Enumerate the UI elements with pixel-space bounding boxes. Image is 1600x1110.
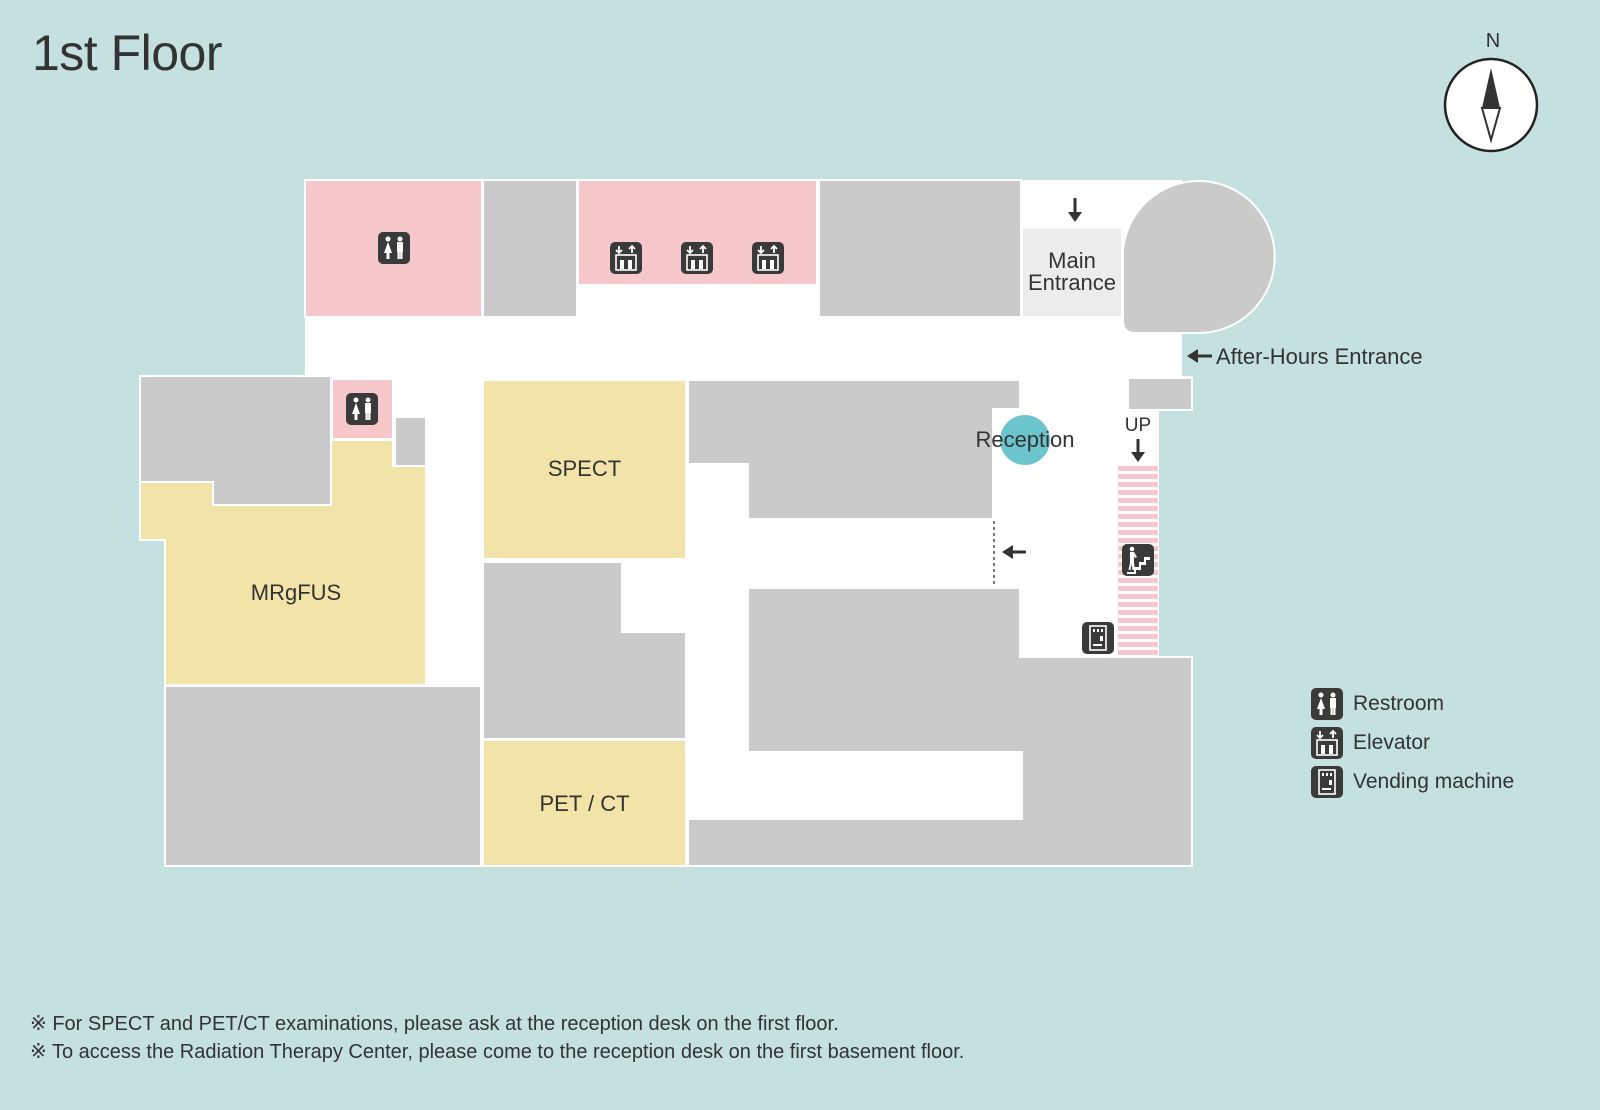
footnote: ※ For SPECT and PET/CT examinations, ple… [30, 1013, 839, 1035]
restroom-icon [378, 232, 410, 264]
room-gray [687, 379, 1021, 520]
elevator-icon [610, 242, 642, 274]
stairs-up-label: UP [1124, 415, 1152, 436]
petct-label: PET / CT [539, 791, 630, 816]
reception-label: Reception [975, 427, 1075, 452]
legend-label: Restroom [1353, 692, 1445, 715]
stair-step [1118, 482, 1158, 487]
stair-step [1118, 626, 1158, 631]
room-gray [1127, 377, 1193, 411]
stair-step [1118, 538, 1158, 543]
stair-step [1118, 586, 1158, 591]
main-entrance-label-2: Entrance [1027, 270, 1117, 295]
room-gray [164, 685, 482, 867]
room-gray [394, 416, 427, 467]
main-entrance-area[interactable] [1021, 227, 1123, 318]
arrow-down-icon [1131, 439, 1145, 462]
arrow-down-icon [1068, 198, 1082, 222]
legend-restroom: Restroom [1311, 688, 1444, 720]
vending-machine-icon [1082, 622, 1114, 654]
stair-step [1118, 618, 1158, 623]
stair-step [1118, 506, 1158, 511]
stair-step [1118, 466, 1158, 471]
stair-step [1118, 474, 1158, 479]
stair-step [1118, 490, 1158, 495]
petct-room[interactable] [482, 739, 687, 867]
reception-marker[interactable] [1000, 415, 1050, 465]
main-entrance-label-1: Main [1048, 248, 1096, 273]
footnotes: ※ For SPECT and PET/CT examinations, ple… [30, 1010, 964, 1066]
spect-room[interactable] [482, 379, 687, 560]
spect-label: SPECT [547, 456, 622, 481]
stair-step [1118, 594, 1158, 599]
restroom-icon [1311, 688, 1343, 720]
arrow-left-icon [1002, 545, 1026, 559]
after-hours-entrance-label: After-Hours Entrance [1216, 344, 1423, 369]
stair-step [1118, 498, 1158, 503]
legend-elevator: Elevator [1311, 727, 1430, 759]
stair-step [1118, 530, 1158, 535]
stair-step [1118, 602, 1158, 607]
legend-label: Vending machine [1353, 770, 1515, 793]
room-gray [818, 179, 1022, 318]
stair-step [1118, 522, 1158, 527]
stairs-icon [1122, 544, 1154, 576]
elevator-icon [1311, 727, 1343, 759]
compass-north-label: N [1485, 30, 1501, 52]
legend-label: Elevator [1353, 731, 1431, 754]
vending-machine-icon [1311, 766, 1343, 798]
restroom-icon [346, 393, 378, 425]
arrow-left-icon [1187, 349, 1212, 363]
compass-icon [1443, 57, 1539, 153]
stair-step [1118, 642, 1158, 647]
stair-step [1118, 578, 1158, 583]
stair-step [1118, 610, 1158, 615]
mrgfus-room[interactable] [139, 439, 427, 686]
floor-title: 1st Floor [32, 25, 223, 81]
staircase[interactable] [1118, 466, 1158, 655]
round-room [1122, 180, 1276, 335]
footnote: ※ To access the Radiation Therapy Center… [30, 1041, 965, 1063]
mrgfus-label: MRgFUS [250, 580, 342, 605]
stair-step [1118, 634, 1158, 639]
elevator-icon [681, 242, 713, 274]
room-gray [482, 179, 578, 318]
legend-vending-machine: Vending machine [1311, 766, 1514, 798]
elevator-icon [752, 242, 784, 274]
room-gray [687, 587, 1193, 867]
stair-step [1118, 514, 1158, 519]
stair-step [1118, 650, 1158, 655]
